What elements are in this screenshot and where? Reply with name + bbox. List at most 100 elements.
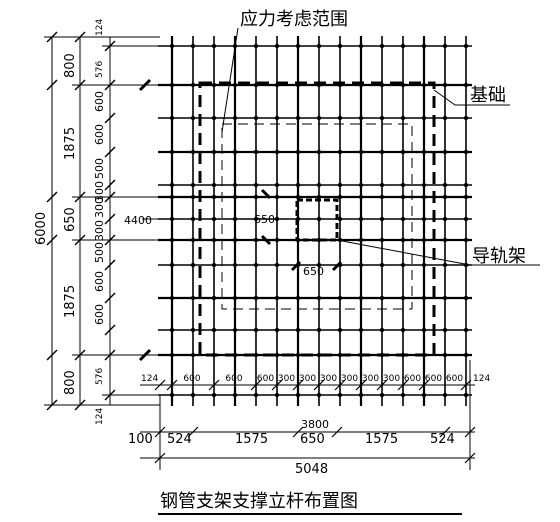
row-spacing-label: 600 <box>93 124 106 145</box>
pole-node <box>274 327 280 333</box>
row-spacing-label: 300 <box>93 197 106 218</box>
pole-node <box>211 216 217 222</box>
pole-node <box>337 115 343 121</box>
pole-node <box>274 115 280 121</box>
tick <box>138 348 152 362</box>
pole-node <box>400 327 406 333</box>
pole-node <box>379 194 385 200</box>
pole-node <box>463 295 469 301</box>
tick <box>74 31 86 43</box>
bottom-cell-label: 300 <box>320 374 337 384</box>
pole-node <box>232 262 238 268</box>
pole-node <box>379 262 385 268</box>
tick <box>439 426 451 438</box>
pole-node <box>253 262 259 268</box>
pole-node <box>463 182 469 188</box>
tick <box>460 379 472 391</box>
pole-node <box>421 327 427 333</box>
pole-node <box>316 327 322 333</box>
pole-node <box>295 392 301 398</box>
pole-node <box>211 43 217 49</box>
pole-node <box>253 216 259 222</box>
dim-left-650: 650 <box>63 207 78 232</box>
pole-node <box>337 182 343 188</box>
pole-node <box>421 115 427 121</box>
tick <box>464 452 476 464</box>
pole-node <box>190 149 196 155</box>
pole-node <box>358 237 364 243</box>
tick <box>154 452 166 464</box>
tick <box>355 379 367 391</box>
pole-node <box>232 82 238 88</box>
pole-node <box>358 182 364 188</box>
pole-node <box>274 149 280 155</box>
pole-node <box>421 149 427 155</box>
tick <box>418 379 430 391</box>
pole-node <box>169 327 175 333</box>
pole-node <box>211 295 217 301</box>
tick <box>74 399 86 411</box>
pole-node <box>337 194 343 200</box>
bottom-cell-label: 300 <box>362 374 379 384</box>
bottom-cell-label: 600 <box>404 374 421 384</box>
bottom-cell-label: 300 <box>299 374 316 384</box>
pole-node <box>190 327 196 333</box>
pole-node <box>421 262 427 268</box>
pole-node <box>337 327 343 333</box>
pole-node <box>379 327 385 333</box>
bottom-cell-label: 124 <box>141 374 158 384</box>
pole-node <box>253 194 259 200</box>
guide-frame-label: 导轨架 <box>472 246 526 267</box>
pole-node <box>442 194 448 200</box>
pole-node <box>316 295 322 301</box>
pole-node <box>190 392 196 398</box>
pole-node <box>316 149 322 155</box>
pole-node <box>190 352 196 358</box>
pole-node <box>358 149 364 155</box>
stress-leader <box>221 27 239 133</box>
pole-node <box>169 182 175 188</box>
row-spacing-label: 500 <box>93 158 106 179</box>
pole-node <box>169 149 175 155</box>
row-spacing-label: 600 <box>93 304 106 325</box>
row-spacing-label: 600 <box>93 271 106 292</box>
pole-node <box>295 43 301 49</box>
pole-node <box>253 295 259 301</box>
pole-node <box>442 216 448 222</box>
pole-node <box>316 216 322 222</box>
pole-node <box>169 237 175 243</box>
pole-node <box>337 43 343 49</box>
pole-node <box>463 327 469 333</box>
pole-node <box>274 392 280 398</box>
pole-node <box>400 115 406 121</box>
pole-node <box>442 115 448 121</box>
tick <box>166 379 178 391</box>
tick <box>104 112 116 124</box>
bottom-dimensions <box>140 360 475 470</box>
pole-node <box>316 392 322 398</box>
tick <box>464 426 476 438</box>
pole-node <box>442 262 448 268</box>
dim-bottom-1575-right: 1575 <box>365 432 398 447</box>
pole-node <box>274 194 280 200</box>
row-spacing-label: 500 <box>93 242 106 263</box>
pole-node <box>274 216 280 222</box>
pole-node <box>442 352 448 358</box>
bottom-cell-label: 600 <box>446 374 463 384</box>
pole-node <box>400 43 406 49</box>
dim-left-1875-top: 1875 <box>63 127 78 160</box>
pole-node <box>253 43 259 49</box>
pole-node <box>211 82 217 88</box>
pole-node <box>463 43 469 49</box>
pole-node <box>253 149 259 155</box>
pole-node <box>463 392 469 398</box>
pole-node <box>442 392 448 398</box>
pole-node <box>190 262 196 268</box>
left-ticks <box>46 31 152 411</box>
tick <box>104 234 116 246</box>
dim-left-total: 6000 <box>34 212 49 245</box>
pole-node <box>211 149 217 155</box>
pole-node <box>232 327 238 333</box>
pole-node <box>274 352 280 358</box>
pole-node <box>211 194 217 200</box>
